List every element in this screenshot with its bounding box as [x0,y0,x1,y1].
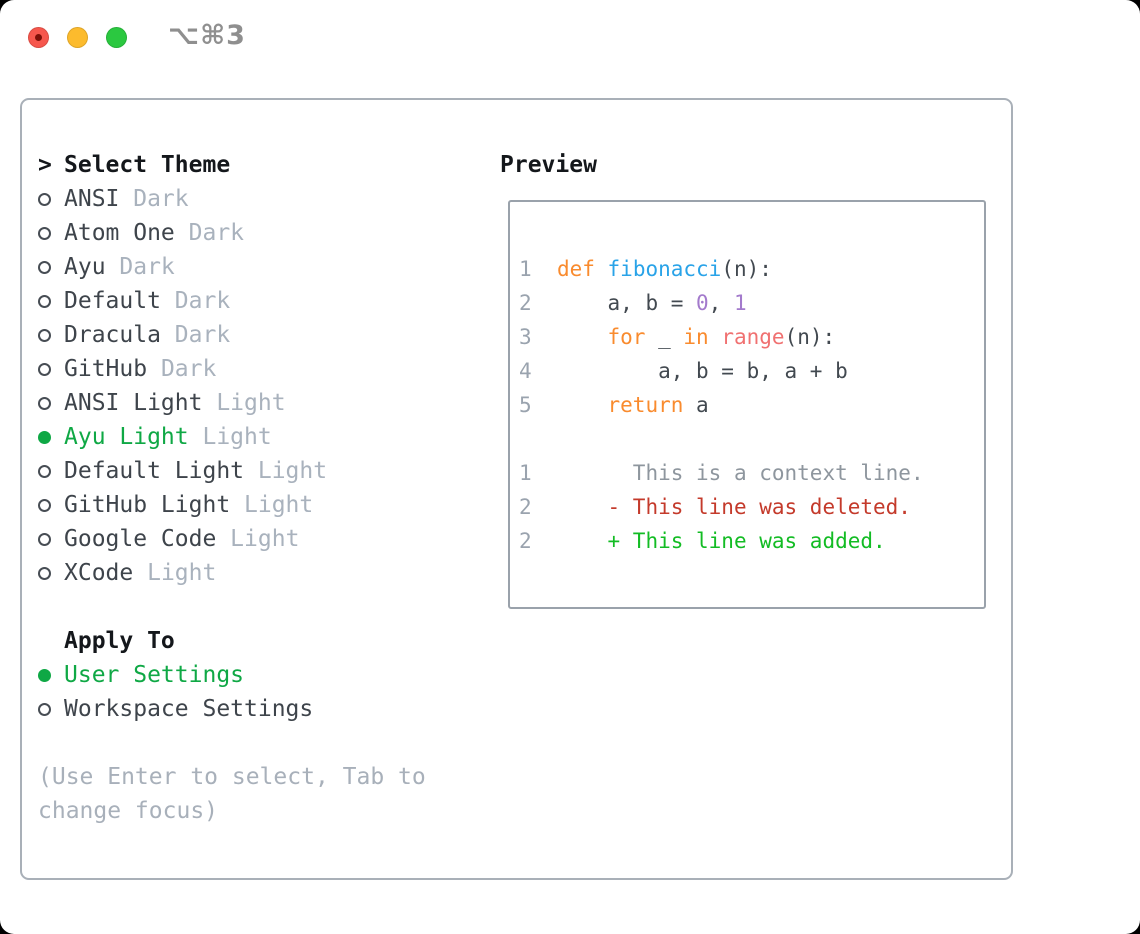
code-preview: 1 def fibonacci(n): 2 a, b = 0, 1 3 for _ … [510,202,984,558]
option-label: GitHub Light [64,492,231,518]
option-label: Dracula [64,322,161,348]
option-variant-label: Dark [160,288,231,314]
radio-icon [38,192,64,206]
hint-text: (Use Enter to select, Tab to [38,764,426,790]
code-line: 2 - This line was deleted. [519,495,911,519]
radio-selected-icon [38,430,64,444]
keyboard-hint: (Use Enter to select, Tab to change focus… [38,760,426,828]
option-label: ANSI [64,186,120,212]
code-line: 1 def fibonacci(n): [519,257,772,281]
option-label: XCode [64,560,134,586]
theme-option-atom-one[interactable]: Atom One Dark [38,216,426,250]
apply-option-workspace-settings[interactable]: Workspace Settings [38,692,426,726]
preview-box: 1 def fibonacci(n): 2 a, b = 0, 1 3 for _ … [508,200,986,609]
select-theme-header: > Select Theme [38,148,426,182]
option-label: Default Light [64,458,245,484]
option-label: Google Code [64,526,217,552]
code-line [519,422,984,456]
option-label: Atom One [64,220,175,246]
option-label: User Settings [64,662,245,688]
option-variant-label: Dark [174,220,245,246]
close-button[interactable] [28,27,49,48]
theme-option-github-light[interactable]: GitHub Light Light [38,488,426,522]
radio-icon [38,566,64,580]
option-label: Ayu [64,254,106,280]
option-variant-label: Light [244,458,328,484]
apply-option-user-settings[interactable]: User Settings [38,658,426,692]
radio-icon [38,260,64,274]
radio-icon [38,396,64,410]
option-variant-label: Dark [147,356,217,382]
traffic-lights [28,27,127,48]
code-line: 1 This is a context line. [519,461,924,485]
theme-option-dracula[interactable]: Dracula Dark [38,318,426,352]
option-label: GitHub [64,356,148,382]
radio-icon [38,498,64,512]
radio-icon [38,464,64,478]
theme-option-xcode[interactable]: XCode Light [38,556,426,590]
minimize-button[interactable] [67,27,88,48]
code-line: 5 return a [519,393,709,417]
radio-icon [38,532,64,546]
apply-to-title: Apply To [64,628,175,654]
option-variant-label: Light [133,560,217,586]
code-line: 2 a, b = 0, 1 [519,291,747,315]
preview-title: Preview [500,152,597,178]
select-theme-title: Select Theme [64,152,231,178]
theme-option-ansi-light[interactable]: ANSI Light Light [38,386,426,420]
apply-to-header-row: Apply To [38,624,426,658]
prompt-caret-icon: > [38,152,52,178]
option-variant-label: Light [216,526,300,552]
window-shortcut-label: ⌥⌘3 [168,20,246,51]
option-variant-label: Dark [119,186,189,212]
hint-text: change focus) [38,798,219,824]
close-dot-icon [35,34,42,41]
option-variant-label: Dark [105,254,175,280]
maximize-button[interactable] [106,27,127,48]
radio-selected-icon [38,668,64,682]
option-label: ANSI Light [64,390,203,416]
theme-option-google-code[interactable]: Google Code Light [38,522,426,556]
spacer [38,726,426,760]
radio-icon [38,702,64,716]
code-line: 4 a, b = b, a + b [519,359,848,383]
theme-option-ansi[interactable]: ANSI Dark [38,182,426,216]
code-line: 3 for _ in range(n): [519,325,836,349]
option-variant-label: Light [202,390,286,416]
code-line [519,218,984,252]
theme-option-default-light[interactable]: Default Light Light [38,454,426,488]
radio-icon [38,294,64,308]
option-label: Workspace Settings [64,696,314,722]
option-label: Default [64,288,161,314]
theme-option-ayu-light[interactable]: Ayu Light Light [38,420,426,454]
radio-icon [38,328,64,342]
option-variant-label: Light [230,492,314,518]
radio-icon [38,226,64,240]
option-label: Ayu Light [64,424,189,450]
option-variant-label: Dark [160,322,231,348]
option-variant-label: Light [188,424,272,450]
theme-option-github[interactable]: GitHub Dark [38,352,426,386]
code-line: 2 + This line was added. [519,529,886,553]
spacer [38,590,426,624]
theme-option-default[interactable]: Default Dark [38,284,426,318]
radio-icon [38,362,64,376]
theme-option-ayu[interactable]: Ayu Dark [38,250,426,284]
